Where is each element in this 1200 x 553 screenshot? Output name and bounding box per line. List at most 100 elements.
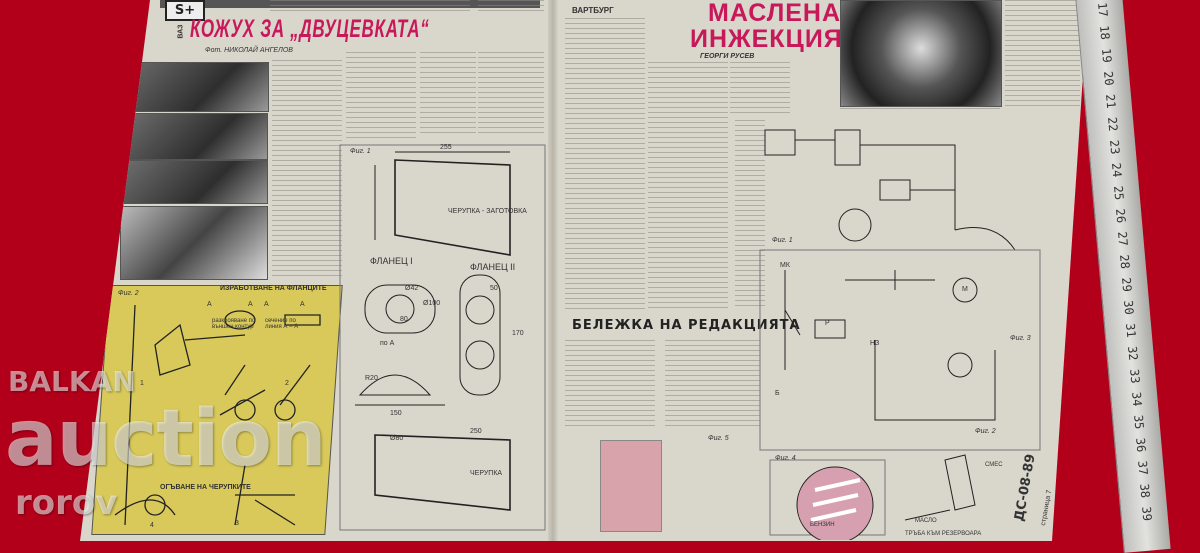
fig-label: Фиг. 4 <box>775 455 796 462</box>
ruler-tick: 20 <box>1101 70 1117 87</box>
ruler-tick: 39 <box>1139 505 1155 522</box>
section-label: по А <box>380 340 395 347</box>
byline: ГЕОРГИ РУСЕВ <box>700 53 755 60</box>
dimension: 50 <box>490 285 498 292</box>
text-column <box>420 52 476 135</box>
photo-2 <box>126 113 268 160</box>
fig-label: Фиг. 2 <box>118 290 139 297</box>
circuit-label: Р <box>825 320 830 327</box>
technical-drawing <box>339 144 546 531</box>
yellow-title-top: ИЗРАБОТВАНЕ НА ФЛАНЦИТЕ <box>220 285 327 292</box>
dimension: 150 <box>390 410 402 417</box>
ruler-tick: 29 <box>1119 276 1135 293</box>
text-column <box>478 52 544 135</box>
ruler-tick: 22 <box>1105 116 1121 133</box>
ruler-tick: 18 <box>1097 24 1113 41</box>
dimension: R20 <box>365 375 378 382</box>
dimension: Ø42 <box>405 285 419 292</box>
photo-4 <box>120 206 268 280</box>
ruler-tick: 37 <box>1135 460 1151 476</box>
ruler-tick: 24 <box>1109 162 1125 178</box>
dimension: 250 <box>470 428 482 435</box>
text-column <box>478 0 544 12</box>
photo-1 <box>125 62 269 112</box>
fig-label: Фиг. 3 <box>1010 335 1031 342</box>
fig4-label: МАСЛО <box>915 518 937 524</box>
fig4-label: СМЕС <box>985 462 1003 468</box>
dimension: Ø100 <box>423 300 441 307</box>
ruler-tick: 26 <box>1113 208 1129 224</box>
dimension: Ø80 <box>390 435 404 442</box>
ruler-tick: 27 <box>1115 230 1131 247</box>
ruler-tick: 38 <box>1137 483 1153 499</box>
ruler-tick: 25 <box>1111 185 1127 201</box>
section-label: A <box>207 301 212 308</box>
circuit-label: М <box>962 286 968 293</box>
ruler-tick: 36 <box>1133 437 1149 453</box>
text-column <box>346 52 416 140</box>
watermark-line1: BALKAN <box>8 365 136 398</box>
fig-5-illustration <box>600 440 662 532</box>
bending-illustration <box>114 304 321 526</box>
ruler-tick: 23 <box>1107 139 1123 155</box>
fig-label: Фиг. 2 <box>975 428 996 435</box>
step-number: 4 <box>150 522 154 529</box>
text-column <box>270 0 470 12</box>
newspaper-spread: S+ ВАЗ КОЖУХ ЗА „ДВУЦЕВКАТА“ Фот. НИКОЛА… <box>80 0 1088 541</box>
text-column <box>730 62 790 115</box>
dimension: 255 <box>440 144 452 151</box>
watermark-line2: auction <box>5 394 327 484</box>
photo-engine <box>840 0 1002 107</box>
section-label: ВАРТБУРГ <box>572 6 614 15</box>
ruler-tick: 30 <box>1121 299 1137 316</box>
text-column <box>272 60 342 280</box>
shell-label: ЧЕРУПКА <box>470 470 503 477</box>
ruler-tick: 32 <box>1125 345 1141 362</box>
ruler-tick: 17 <box>1095 1 1111 18</box>
ruler-tick: 21 <box>1103 93 1119 110</box>
section-label: A <box>248 301 253 308</box>
logo: S+ <box>174 3 196 18</box>
text-column <box>565 18 645 310</box>
side-label: ВАЗ <box>177 24 185 39</box>
fig4-label: ТРЪБА КЪМ РЕЗЕРВОАРА <box>905 531 982 537</box>
ruler-tick: 19 <box>1099 47 1115 64</box>
circuit-label: МК <box>780 262 790 269</box>
photo-3 <box>124 160 268 204</box>
circuit-label: НЗ <box>870 340 880 347</box>
editorial-note-title: БЕЛЕЖКА НА РЕДАКЦИЯТА <box>572 318 801 333</box>
text-column <box>1005 0 1080 110</box>
shell-blank-label: ЧЕРУПКА - ЗАГОТОВКА <box>448 208 527 215</box>
center-fold <box>548 0 558 541</box>
fig-label: Фиг. 1 <box>350 148 371 155</box>
step-number: 2 <box>285 380 289 387</box>
right-headline-line2: ИНЖЕКЦИЯ <box>690 25 843 53</box>
text-column <box>565 340 655 430</box>
ruler-tick: 28 <box>1117 253 1133 270</box>
left-headline: КОЖУХ ЗА „ДВУЦЕВКАТА“ <box>190 15 430 43</box>
byline: Фот. НИКОЛАЙ АНГЕЛОВ <box>205 47 293 54</box>
step-number: 3 <box>235 520 239 527</box>
circuit-label: Б <box>775 390 780 397</box>
step-number: 1 <box>140 380 144 387</box>
ruler-tick: 35 <box>1131 414 1147 430</box>
caption-left: разкрояване по външен контур <box>212 318 256 330</box>
ruler-tick: 33 <box>1127 368 1143 385</box>
yellow-title-bottom: ОГЪВАНЕ НА ЧЕРУПКИТЕ <box>160 484 251 491</box>
text-column <box>665 340 760 430</box>
section-label: A <box>264 301 269 308</box>
fig-label: Фиг. 1 <box>772 237 793 244</box>
right-headline-line1: МАСЛЕНА <box>708 0 842 27</box>
ruler-tick: 31 <box>1123 322 1139 339</box>
caption-right: сечение по линия А – А <box>265 318 299 330</box>
circuit-diagrams <box>759 129 1041 540</box>
fig4-label: БЕНЗИН <box>810 522 835 528</box>
flange-1-label: ФЛАНЕЦ I <box>370 256 413 266</box>
section-label: A <box>300 301 305 308</box>
flange-2-label: ФЛАНЕЦ II <box>470 262 516 272</box>
text-column <box>840 108 1000 112</box>
text-column <box>648 62 728 310</box>
fig-label: Фиг. 5 <box>708 435 729 442</box>
dimension: 170 <box>512 330 524 337</box>
